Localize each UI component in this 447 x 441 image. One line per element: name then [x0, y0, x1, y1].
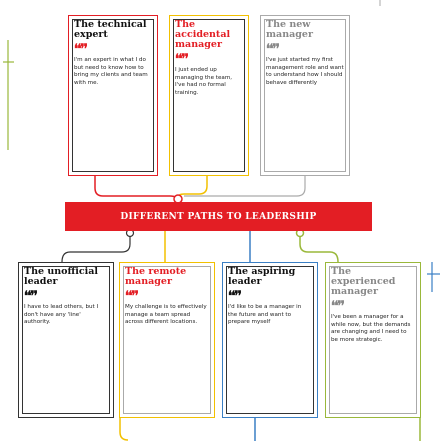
wire-technical	[94, 176, 179, 203]
quote-icon: ❛❛❜❜	[175, 52, 189, 67]
card-title: The technical expert	[74, 19, 147, 40]
quote-icon: ❛❛❜❜	[74, 42, 88, 57]
card-new-manager: The new manager ❛❛❜❜ I've just started m…	[260, 15, 350, 176]
card-title: The aspiring leader	[228, 266, 296, 287]
card-title: The remote manager	[125, 266, 187, 287]
card-technical-expert: The technical expert ❛❛❜❜ I'm an expert …	[68, 15, 158, 176]
quote-icon: ❛❛❜❜	[24, 289, 38, 304]
card-remote-manager: The remote manager ❛❛❜❜ My challenge is …	[119, 262, 215, 418]
card-accidental-manager: The accidental manager ❛❛❜❜ I just ended…	[169, 15, 249, 176]
card-title: The unofficial leader	[24, 266, 99, 287]
wire-new	[184, 176, 306, 197]
wire-accidental	[177, 176, 208, 199]
card-text: I'd like to be a manager in the future a…	[228, 304, 302, 326]
wire-bottom-remote	[119, 418, 129, 441]
quote-icon: ❛❛❜❜	[228, 289, 242, 304]
quote-icon: ❛❛❜❜	[125, 289, 139, 304]
card-title: The experienced manager	[331, 266, 396, 297]
card-text: I've just started my first management ro…	[266, 57, 344, 86]
card-experienced-manager: The experienced manager ❛❛❜❜ I've been a…	[325, 262, 421, 418]
card-unofficial-leader: The unofficial leader ❛❛❜❜ I have to lea…	[18, 262, 114, 418]
quote-icon: ❛❛❜❜	[331, 299, 345, 314]
wire-experienced	[299, 231, 339, 263]
card-aspiring-leader: The aspiring leader ❛❛❜❜ I'd like to be …	[222, 262, 318, 418]
card-text: I just ended up managing the team, I've …	[175, 67, 233, 96]
card-title: The accidental manager	[175, 19, 231, 50]
paths-banner: DIFFERENT PATHS TO LEADERSHIP	[65, 202, 372, 231]
card-text: I have to lead others, but I don't have …	[24, 304, 99, 326]
wire-unofficial	[61, 231, 131, 263]
card-text: My challenge is to effectively manage a …	[125, 304, 207, 326]
card-text: I've been a manager for a while now, but…	[331, 314, 411, 343]
banner-label: DIFFERENT PATHS TO LEADERSHIP	[120, 211, 317, 222]
card-text: I'm an expert in what I do but need to k…	[74, 57, 148, 86]
card-title: The new manager	[266, 19, 313, 40]
quote-icon: ❛❛❜❜	[266, 42, 280, 57]
